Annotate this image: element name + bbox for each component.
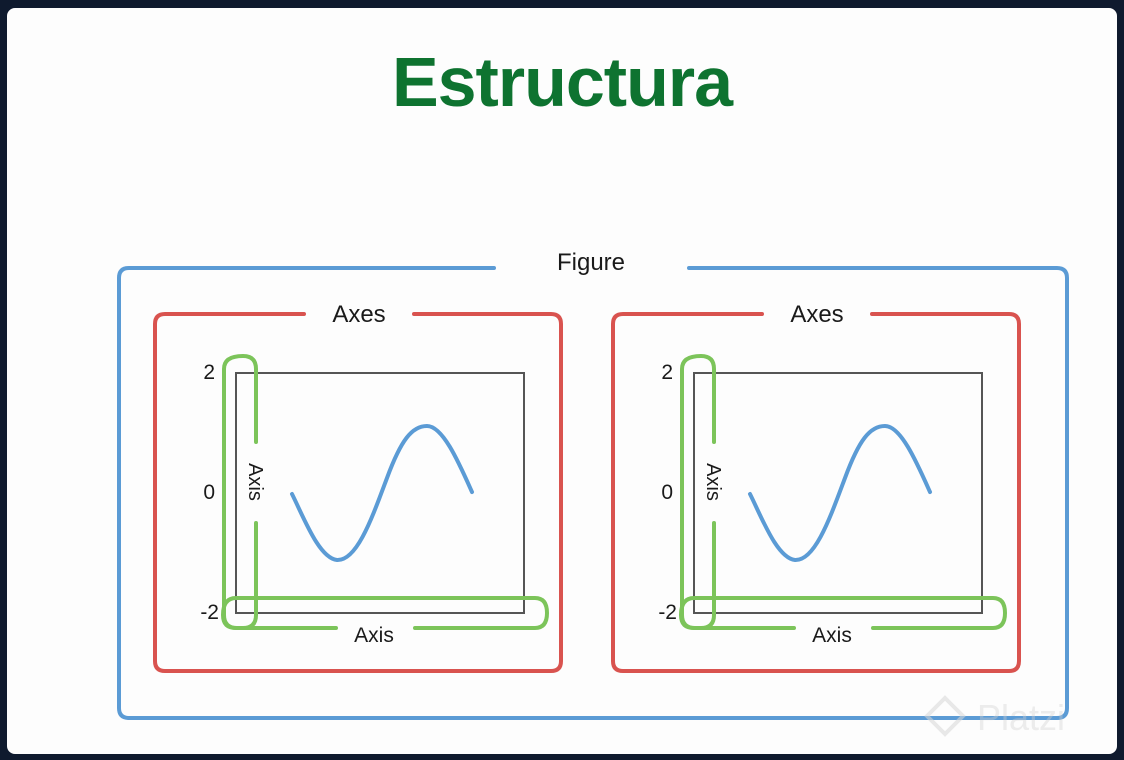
figure-border	[117, 266, 1069, 720]
watermark-text: Platzi	[977, 697, 1065, 738]
x-axis-label: Axis	[354, 624, 394, 647]
platzi-watermark: Platzi	[924, 695, 1065, 738]
plot-area	[235, 372, 525, 614]
axes-panel-left: Axes 2 0 -2 Axis Axis	[153, 301, 563, 673]
sine-curve	[748, 423, 932, 563]
axes-panel-right: Axes 2 0 -2 Axis Axis	[611, 301, 1021, 673]
y-tick-label: -2	[200, 601, 219, 624]
structure-diagram: Figure Axes 2 0 -2 Axis Axis Axes 2 0 -2	[117, 249, 1069, 738]
y-tick-label: 2	[661, 361, 673, 384]
axes-label: Axes	[332, 301, 385, 328]
axes-border	[611, 312, 1021, 673]
y-tick-label: 0	[661, 481, 673, 504]
y-tick-label: -2	[658, 601, 677, 624]
slide-title: Estructura	[391, 43, 733, 121]
axes-label: Axes	[790, 301, 843, 328]
platzi-logo-icon	[924, 695, 966, 737]
x-axis-highlight	[220, 596, 550, 630]
y-tick-label: 2	[203, 361, 215, 384]
y-axis-label: Axis	[702, 463, 724, 501]
figure-label: Figure	[557, 249, 625, 276]
x-axis-label: Axis	[812, 624, 852, 647]
slide: Estructura Figure Axes 2 0 -2 Axis Axis …	[7, 8, 1117, 754]
x-axis-highlight	[678, 596, 1008, 630]
plot-area	[693, 372, 983, 614]
axes-border	[153, 312, 563, 673]
y-tick-label: 0	[203, 481, 215, 504]
y-axis-label: Axis	[244, 463, 266, 501]
sine-curve	[290, 423, 474, 563]
